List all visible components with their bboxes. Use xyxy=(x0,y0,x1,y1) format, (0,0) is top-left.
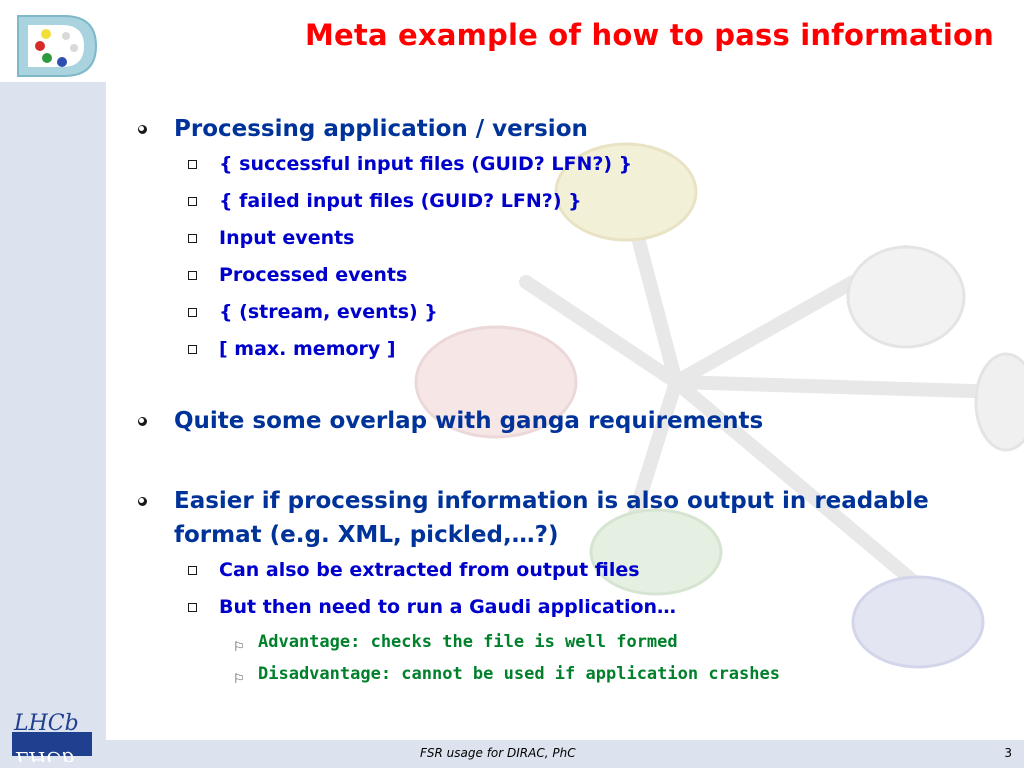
edge-blob xyxy=(974,352,1024,452)
pink-blob xyxy=(414,325,578,439)
sub-bullet-item: Can also be extracted from output files xyxy=(130,552,990,589)
bullet-item: Easier if processing information is also… xyxy=(130,484,990,552)
page-number: 3 xyxy=(1004,746,1012,760)
bullet-square-icon xyxy=(188,271,197,280)
sub-bullet-item: { failed input files (GUID? LFN?) } xyxy=(130,183,990,220)
flag-icon: ⚐ xyxy=(233,672,245,687)
sub-bullet-text: Processed events xyxy=(219,264,408,286)
lhcb-logo-mirror-text: LHCb xyxy=(15,747,75,762)
sub-bullet-item: { successful input files (GUID? LFN?) } xyxy=(130,146,990,183)
flag-icon: ⚐ xyxy=(233,640,245,655)
bullet-square-icon xyxy=(188,566,197,575)
sub-sub-bullet-item: ⚐ Advantage: checks the file is well form… xyxy=(130,626,990,658)
bullet-circle-icon xyxy=(138,417,147,426)
sub-bullet-text: [ max. memory ] xyxy=(219,338,396,360)
header-bar xyxy=(0,0,1024,82)
sub-bullet-text: Input events xyxy=(219,227,355,249)
sub-sub-bullet-text: Advantage: checks the file is well forme… xyxy=(258,632,678,652)
sub-bullet-item: { (stream, events) } xyxy=(130,294,990,331)
lhcb-logo: LHCb LHCb xyxy=(8,706,96,762)
blue-blob xyxy=(851,575,985,669)
sub-sub-bullet-text: Disadvantage: cannot be used if applicat… xyxy=(258,664,780,684)
sub-bullet-item: [ max. memory ] xyxy=(130,331,990,368)
bullet-square-icon xyxy=(188,160,197,169)
sub-bullet-text: { (stream, events) } xyxy=(219,301,438,323)
lhcb-logo-text: LHCb xyxy=(13,711,79,736)
bullet-circle-icon xyxy=(138,125,147,134)
bullet-square-icon xyxy=(188,197,197,206)
bullet-square-icon xyxy=(188,603,197,612)
bullet-text: Quite some overlap with ganga requiremen… xyxy=(174,408,764,434)
sub-bullet-item: Processed events xyxy=(130,257,990,294)
bullet-list: Processing application / version { succe… xyxy=(130,112,990,690)
bullet-item: Processing application / version xyxy=(130,112,990,146)
slide-title: Meta example of how to pass information xyxy=(305,18,994,52)
sub-bullet-text: { failed input files (GUID? LFN?) } xyxy=(219,190,582,212)
footer-text: FSR usage for DIRAC, PhC xyxy=(420,746,576,760)
bullet-square-icon xyxy=(188,234,197,243)
background-graphic xyxy=(414,142,1024,669)
sub-bullet-item: Input events xyxy=(130,220,990,257)
sub-bullet-item: But then need to run a Gaudi application… xyxy=(130,589,990,626)
sub-bullet-text: But then need to run a Gaudi application… xyxy=(219,596,677,618)
bullet-square-icon xyxy=(188,308,197,317)
bullet-item: Quite some overlap with ganga requiremen… xyxy=(130,404,990,438)
sub-bullet-text: { successful input files (GUID? LFN?) } xyxy=(219,153,633,175)
bullet-square-icon xyxy=(188,345,197,354)
left-strip xyxy=(0,82,106,740)
bullet-text: Processing application / version xyxy=(174,116,588,142)
sub-sub-bullet-item: ⚐ Disadvantage: cannot be used if applica… xyxy=(130,658,990,690)
yellow-blob xyxy=(554,142,698,242)
bullet-circle-icon xyxy=(138,497,147,506)
bullet-text: Easier if processing information is also… xyxy=(174,488,929,548)
gray-blob xyxy=(846,245,966,349)
sub-bullet-text: Can also be extracted from output files xyxy=(219,559,640,581)
dirac-logo xyxy=(17,15,98,77)
footer-bar xyxy=(0,740,1024,768)
green-blob xyxy=(589,508,723,596)
